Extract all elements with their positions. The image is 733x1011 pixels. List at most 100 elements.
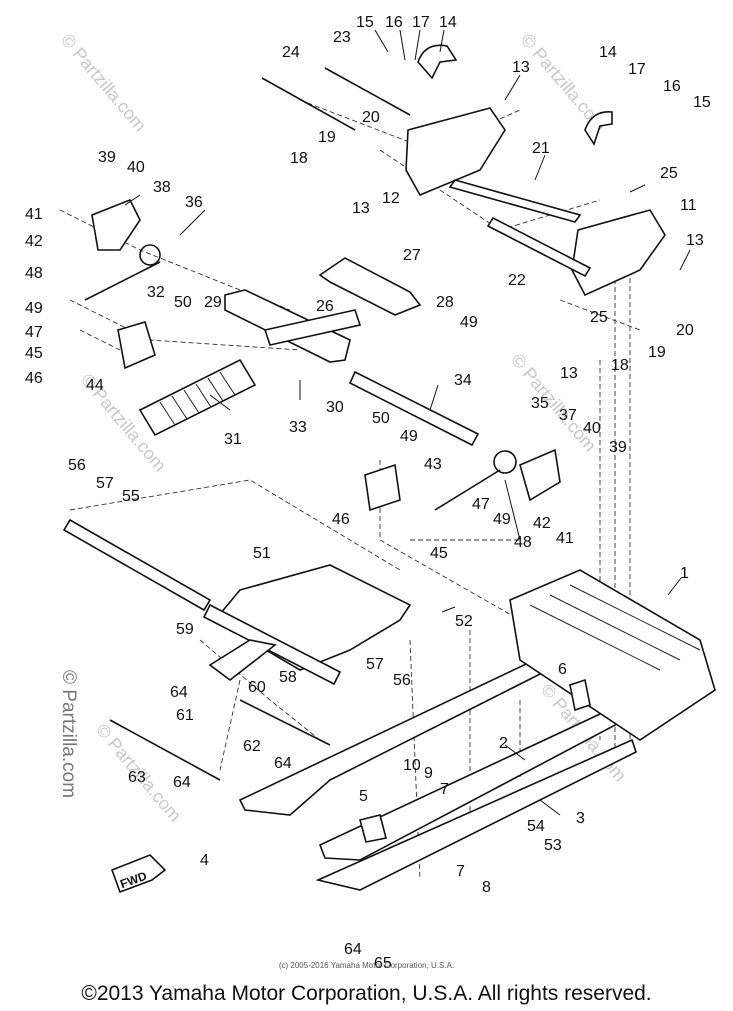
callout-label: 56 [68,457,86,474]
callout-label: 13 [512,59,530,76]
callout-label: 34 [454,372,472,389]
callout-label: 19 [648,344,666,361]
shock-absorber-31 [138,358,257,437]
callout-label: 27 [403,247,421,264]
callout-label: 6 [558,661,567,678]
callout-label: 47 [472,496,490,513]
callout-label: 46 [332,511,350,528]
callout-label: 9 [424,765,433,782]
callout-label: 58 [279,669,297,686]
image-credit: (c) 2005-2016 Yamaha Motor Corporation, … [278,961,455,970]
callout-label: 12 [382,190,400,207]
callout-label: 64 [344,941,362,958]
callout-label: 45 [430,545,448,562]
callout-label: 31 [224,431,242,448]
shock-spring [159,371,236,426]
callout-label: 54 [527,818,545,835]
callout-label: 25 [590,309,608,326]
callout-label: 32 [147,284,165,301]
callout-label: 5 [359,788,368,805]
callout-label: 7 [456,863,465,880]
callout-label: 23 [333,29,351,46]
bracket-37 [519,448,561,502]
arm-58 [208,639,277,682]
callout-label: 42 [25,233,43,250]
suspension-arm-27 [318,257,422,316]
callout-labels: 15 16 17 14 23 24 13 20 19 18 13 12 14 1… [25,14,711,972]
callout-label: 14 [439,14,457,31]
callout-label: 61 [176,707,194,724]
callout-label: 29 [204,294,222,311]
callout-label: 28 [436,294,454,311]
watermark: © Partzilla.com [507,350,600,456]
shaft-55 [62,518,212,612]
bracket-14 [584,111,613,146]
front-arm-crossbar [263,309,362,346]
callout-label: 8 [482,879,491,896]
callout-label: 41 [556,530,574,547]
track-lugs [529,584,701,671]
callout-label: 45 [25,345,43,362]
watermark: © Partzilla.com [57,30,150,136]
bracket-14 [417,44,458,80]
callout-label: 17 [412,14,430,31]
callout-label: 25 [660,165,678,182]
callout-label: 49 [25,300,43,317]
callout-label: 13 [560,365,578,382]
track-1 [509,569,716,741]
spring-rod [434,469,501,511]
callout-label: 59 [176,621,194,638]
callout-label: 49 [493,511,511,528]
callout-label: 30 [326,399,344,416]
callout-label: 65 [374,955,392,972]
wear-block-6 [569,678,591,712]
callout-label: 2 [499,735,508,752]
callout-label: 1 [680,565,689,582]
callout-label: 64 [173,774,191,791]
callout-label: 56 [393,672,411,689]
callout-label: 11 [680,197,697,214]
bracket-43 [364,463,401,512]
shaft-22 [486,216,592,278]
bracket-44 [117,321,156,370]
callout-label: 43 [424,456,442,473]
callout-label: 48 [514,534,532,551]
shaft-34 [348,370,480,447]
callout-label: 64 [274,755,292,772]
shaft-62 [239,699,331,746]
callout-label: 13 [352,200,370,217]
callout-label: 15 [693,94,711,111]
callout-label: 57 [96,475,114,492]
callout-label: 33 [289,419,307,436]
callout-label: 55 [122,488,140,505]
callout-label: 62 [243,738,261,755]
side-plate-12 [405,107,506,197]
callout-label: 4 [200,852,209,869]
callout-label: 60 [248,679,266,696]
callout-label: 20 [676,322,694,339]
slide-rail-2 [318,698,638,861]
callout-label: 64 [170,684,188,701]
callout-label: 19 [318,129,336,146]
long-bolt-24 [261,77,356,131]
callout-label: 49 [400,428,418,445]
callout-label: 22 [508,272,526,289]
callout-label: 50 [372,410,390,427]
callout-label: 57 [366,656,384,673]
callout-label: 16 [663,78,681,95]
parts [62,44,716,894]
callout-label: 52 [455,613,473,630]
callout-label: 13 [686,232,704,249]
callout-label: 48 [25,265,43,282]
callout-label: 53 [544,837,562,854]
callout-label: 38 [153,179,171,196]
callout-label: 21 [532,140,550,157]
callout-label: 51 [253,545,271,562]
callout-label: 10 [403,757,421,774]
callout-label: 24 [282,44,300,61]
callout-label: 46 [25,370,43,387]
copyright-notice: ©2013 Yamaha Motor Corporation, U.S.A. A… [81,982,652,1005]
callout-label: 50 [174,294,192,311]
callout-label: 41 [25,206,43,223]
